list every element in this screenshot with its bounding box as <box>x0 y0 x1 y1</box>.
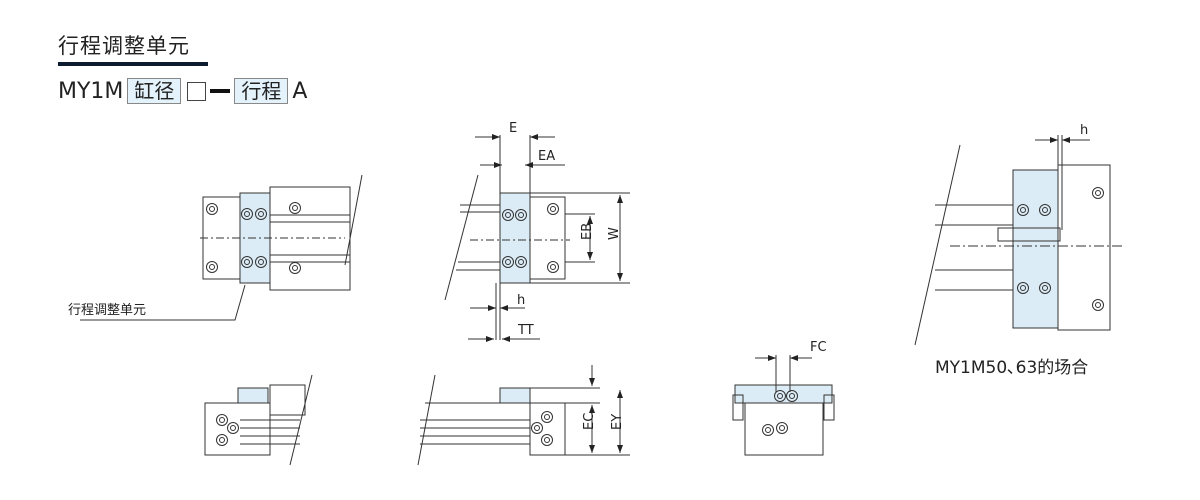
dim-h: h <box>517 293 525 308</box>
dim-E: E <box>509 121 517 136</box>
top-view-detail <box>444 134 630 342</box>
dash <box>210 89 231 93</box>
dim-TT: TT <box>517 323 534 338</box>
dim-h-large: h <box>1080 123 1088 138</box>
callout-label: 行程调整单元 <box>68 303 146 318</box>
section-title: 行程调整单元 <box>58 34 190 58</box>
option-box <box>187 81 207 101</box>
dim-EY: EY <box>610 414 625 430</box>
stroke-box: 行程 <box>234 78 289 104</box>
top-view-large <box>914 135 1125 346</box>
title-underline <box>58 62 208 66</box>
side-view-small <box>204 374 313 466</box>
caption-large: MY1M50､63的场合 <box>935 358 1088 378</box>
model-prefix: MY1M <box>58 78 124 104</box>
end-view <box>732 355 835 456</box>
bore-box: 缸径 <box>127 78 182 104</box>
dim-EC: EC <box>582 413 597 430</box>
model-suffix: A <box>292 78 308 104</box>
dim-FC: FC <box>810 340 827 355</box>
model-code: MY1M 缸径 行程 A <box>58 78 307 104</box>
dim-EA: EA <box>538 149 555 164</box>
side-view-detail <box>417 365 630 466</box>
dim-W: W <box>607 227 622 240</box>
dim-EB: EB <box>580 223 595 240</box>
top-view-small <box>80 174 363 321</box>
